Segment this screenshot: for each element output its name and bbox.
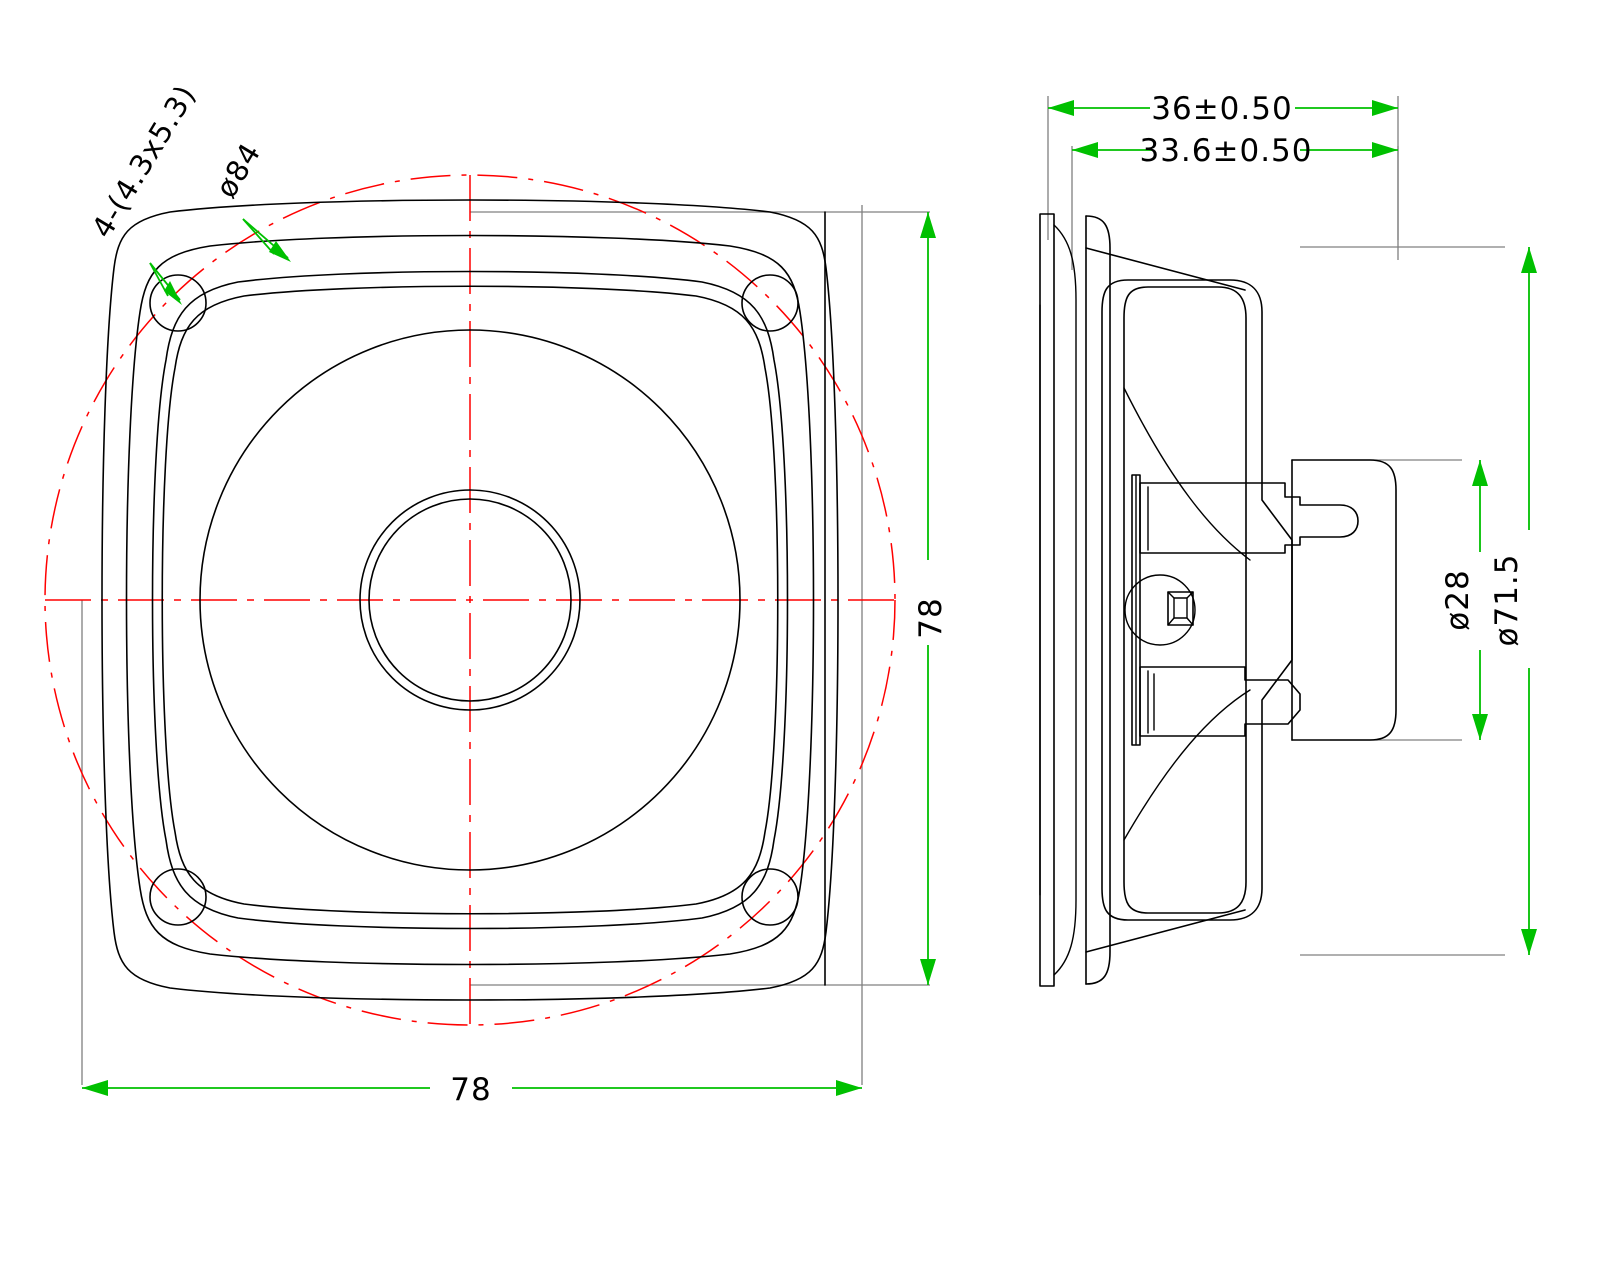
mounting-holes — [149, 274, 799, 926]
frame-diameter-arrow-bottom — [1521, 929, 1537, 955]
overall-depth-arrow-right — [1372, 100, 1398, 116]
front-view-leaders — [149, 218, 291, 305]
mounting-hole-bottom-left — [149, 868, 207, 926]
front-height-dimension-label: 78 — [913, 597, 949, 638]
mounting-hole-top-left — [149, 274, 207, 332]
terminal-square-inner — [1173, 597, 1188, 619]
magnet-diameter-dimension: ø28 — [1440, 460, 1488, 740]
terminal-tab-upper — [1139, 482, 1359, 554]
dust-cap-outer-circle — [359, 489, 581, 711]
body-depth-dimension-label: 33.6±0.50 — [1139, 133, 1312, 169]
front-flange-plate — [1039, 213, 1077, 987]
mounting-hole-top-right — [741, 274, 799, 332]
overall-depth-dimension: 36±0.50 — [1048, 91, 1398, 127]
flange-plate-curve — [1053, 224, 1077, 976]
overall-depth-dimension-label: 36±0.50 — [1151, 91, 1292, 127]
body-depth-dimension: 33.6±0.50 — [1072, 133, 1398, 169]
frame-diameter-arrow-top — [1521, 247, 1537, 273]
front-height-dimension: 78 — [913, 212, 949, 985]
magnet-diameter-dimension-label: ø28 — [1440, 569, 1476, 630]
cone-wall-lower — [1085, 909, 1246, 953]
body-depth-arrow-left — [1072, 142, 1098, 158]
bolt-circle — [44, 174, 896, 1026]
front-view-extension-lines — [81, 205, 930, 1085]
terminal-center-circle — [1124, 574, 1196, 646]
magnet-body-outline — [1101, 279, 1293, 921]
front-width-dimension: 78 — [82, 1072, 862, 1108]
front-height-arrow-bottom — [920, 959, 936, 985]
front-width-arrow-right — [836, 1080, 862, 1096]
front-width-dimension-label: 78 — [450, 1072, 491, 1108]
basket-outer-curve — [1085, 215, 1111, 985]
bolt-circle-leader-arrow — [269, 241, 291, 262]
front-width-arrow-left — [82, 1080, 108, 1096]
mounting-hole-leader-arrow — [164, 281, 182, 305]
cone-surround-outer — [151, 270, 789, 930]
frame-outlines — [101, 199, 839, 1001]
overall-depth-arrow-left — [1048, 100, 1074, 116]
frame-diameter-dimension-label: ø71.5 — [1489, 554, 1525, 647]
basket-body — [1085, 215, 1397, 985]
cone-taper-upper — [1123, 387, 1251, 561]
frame-inner-flange — [125, 234, 815, 966]
rear-pole-piece — [1291, 459, 1397, 741]
mounting-hole-bottom-right — [741, 868, 799, 926]
magnet-inner-wall — [1123, 286, 1247, 914]
terminal-tab-lower — [1139, 666, 1301, 737]
terminal-block — [1124, 474, 1359, 746]
cone-taper-lower — [1123, 689, 1251, 841]
front-view-centerlines — [44, 174, 896, 1026]
front-height-arrow-top — [920, 212, 936, 238]
side-view: 36±0.50 33.6±0.50 ø28 ø71.5 — [1039, 91, 1537, 987]
cone-wall-upper — [1085, 247, 1246, 291]
dust-cap-inner-circle — [368, 498, 572, 702]
magnet-diameter-arrow-bottom — [1472, 714, 1488, 740]
frame-diameter-dimension: ø71.5 — [1489, 247, 1537, 955]
cone-circle — [199, 329, 741, 871]
frame-outer-outline — [101, 199, 839, 1001]
terminal-square-outer — [1167, 591, 1194, 626]
body-depth-arrow-right — [1372, 142, 1398, 158]
terminal-plate-edge — [1131, 474, 1141, 746]
cone-surround-inner — [161, 285, 779, 915]
magnet-diameter-arrow-top — [1472, 460, 1488, 486]
